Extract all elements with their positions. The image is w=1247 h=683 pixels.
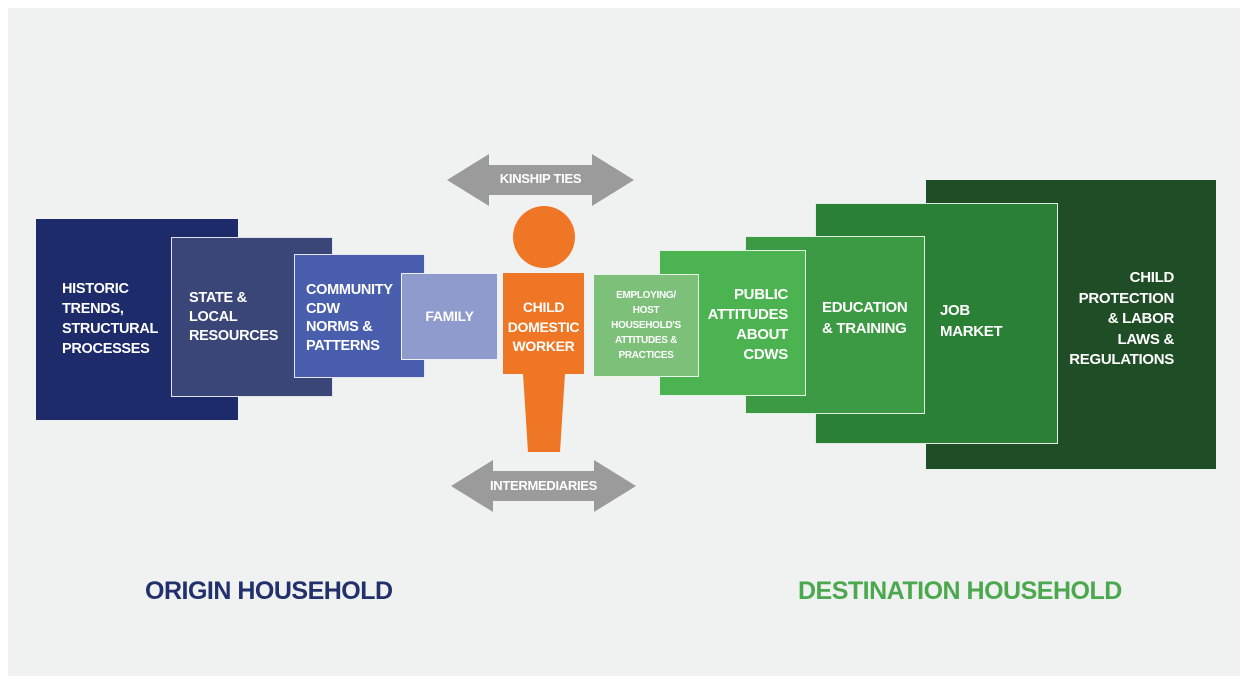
job-market-label: JOB MARKET xyxy=(940,302,1003,340)
kinship-ties-arrow xyxy=(447,154,634,206)
intermediaries-label: INTERMEDIARIES xyxy=(489,478,598,493)
family-box: FAMILY xyxy=(401,273,498,360)
education-training-label: EDUCATION & TRAINING xyxy=(822,299,908,337)
community-norms-label: COMMUNITY CDW NORMS & PATTERNS xyxy=(306,282,393,354)
origin-household-caption: ORIGIN HOUSEHOLD xyxy=(145,577,393,605)
child-domestic-worker-label: CHILD DOMESTIC WORKER xyxy=(507,299,580,354)
intermediaries-arrow xyxy=(451,460,636,512)
family-label: FAMILY xyxy=(425,308,474,324)
kinship-ties-label: KINSHIP TIES xyxy=(499,171,582,186)
state-local-resources-label: STATE & LOCAL RESOURCES xyxy=(189,290,279,344)
employing-household-label: EMPLOYING/ HOST HOUSEHOLD'S ATTITUDES & … xyxy=(611,290,681,361)
historic-trends-label: HISTORIC TRENDS, STRUCTURAL PROCESSES xyxy=(62,281,159,357)
child-protection-label: CHILD PROTECTION & LABOR LAWS & REGULATI… xyxy=(1069,269,1174,368)
public-attitudes-label: PUBLIC ATTITUDES ABOUT CDWS xyxy=(707,286,789,363)
child-figure-icon xyxy=(503,206,584,452)
destination-household-caption: DESTINATION HOUSEHOLD xyxy=(798,577,1122,605)
employing-household-box: EMPLOYING/ HOST HOUSEHOLD'S ATTITUDES & … xyxy=(593,274,699,377)
